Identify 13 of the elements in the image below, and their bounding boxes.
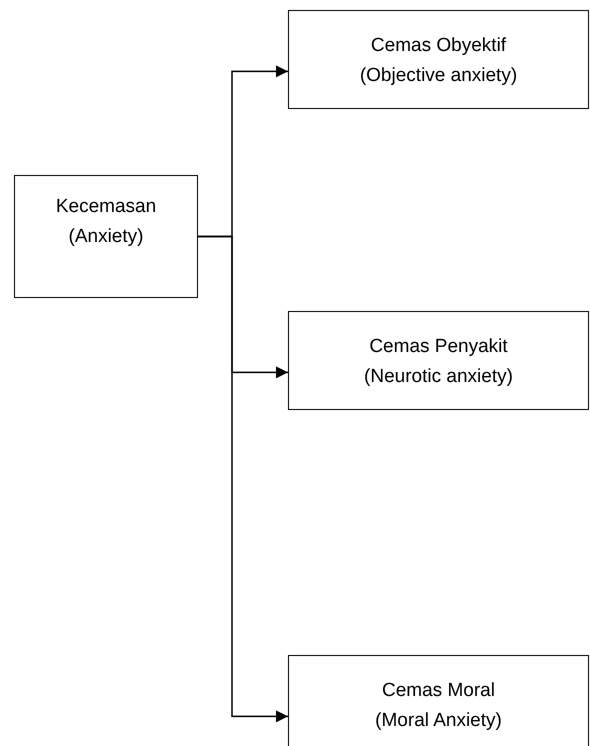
box-label: Cemas Obyektif [370,34,506,58]
box-label: Cemas Penyakit [369,335,508,359]
process-box [14,175,198,298]
box-label: (Anxiety) [68,225,144,249]
process-box [288,655,589,746]
box-label: Kecemasan [56,195,156,219]
box-label: Cemas Moral [382,679,495,703]
box-label: (Moral Anxiety) [375,709,502,733]
box-label: (Neurotic anxiety) [364,365,513,389]
process-box [288,311,589,410]
process-box [288,10,589,109]
box-label: (Objective anxiety) [360,64,518,88]
arrow [198,236,288,722]
